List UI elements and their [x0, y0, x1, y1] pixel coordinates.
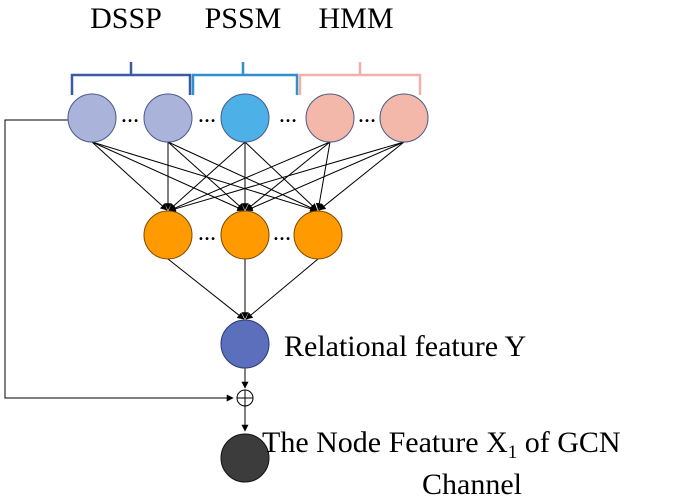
connection-arrow — [315, 141, 331, 211]
ellipsis: … — [121, 106, 139, 126]
connection-arrow — [245, 141, 405, 212]
connection-arrow — [318, 141, 405, 211]
input-node-hmm — [305, 93, 355, 143]
connection-arrow — [167, 141, 318, 211]
connection-arrow — [244, 141, 318, 211]
input-node-pssm — [220, 93, 270, 143]
connection-arrow — [167, 258, 245, 320]
hidden-node — [220, 210, 270, 260]
connection-arrow — [167, 141, 245, 211]
relational-feature-node — [220, 319, 270, 369]
relational-feature-label: Relational feature Y — [284, 330, 526, 363]
sum-operator-icon — [236, 389, 254, 407]
connection-arrow — [168, 141, 246, 211]
output-node-label-line2: Channel — [422, 468, 522, 500]
output-label-post: of GCN — [517, 426, 620, 459]
ellipsis: … — [198, 224, 216, 244]
output-node-label: The Node Feature X1 of GCN — [262, 426, 621, 463]
group-label-dssp: DSSP — [90, 2, 162, 35]
brace-dssp — [70, 62, 192, 95]
group-label-pssm: PSSM — [205, 2, 282, 35]
brace-hmm — [298, 62, 422, 95]
connection-arrow — [245, 258, 319, 320]
connection-arrow — [168, 141, 405, 213]
hidden-layer: … … — [143, 210, 343, 260]
connection-arrow — [91, 141, 318, 213]
output-label-pre: The Node Feature X — [262, 426, 508, 459]
output-label-subscript: 1 — [508, 442, 518, 463]
connection-arrow — [91, 141, 168, 211]
input-node-dssp — [67, 93, 117, 143]
group-label-hmm: HMM — [318, 2, 393, 35]
hidden-node — [293, 210, 343, 260]
ellipsis: … — [273, 224, 291, 244]
hidden-relational-connections — [167, 258, 319, 320]
hidden-node — [143, 210, 193, 260]
output-node — [220, 433, 270, 483]
connection-arrow — [168, 141, 331, 212]
input-node-dssp — [143, 93, 193, 143]
skip-connection-arrow — [4, 119, 234, 402]
ellipsis: … — [358, 106, 376, 126]
ellipsis: … — [279, 106, 297, 126]
input-node-hmm — [379, 93, 429, 143]
input-layer: … … … … — [67, 93, 429, 143]
brace-pssm — [191, 62, 299, 95]
ellipsis: … — [198, 106, 216, 126]
input-hidden-connections — [91, 141, 405, 213]
